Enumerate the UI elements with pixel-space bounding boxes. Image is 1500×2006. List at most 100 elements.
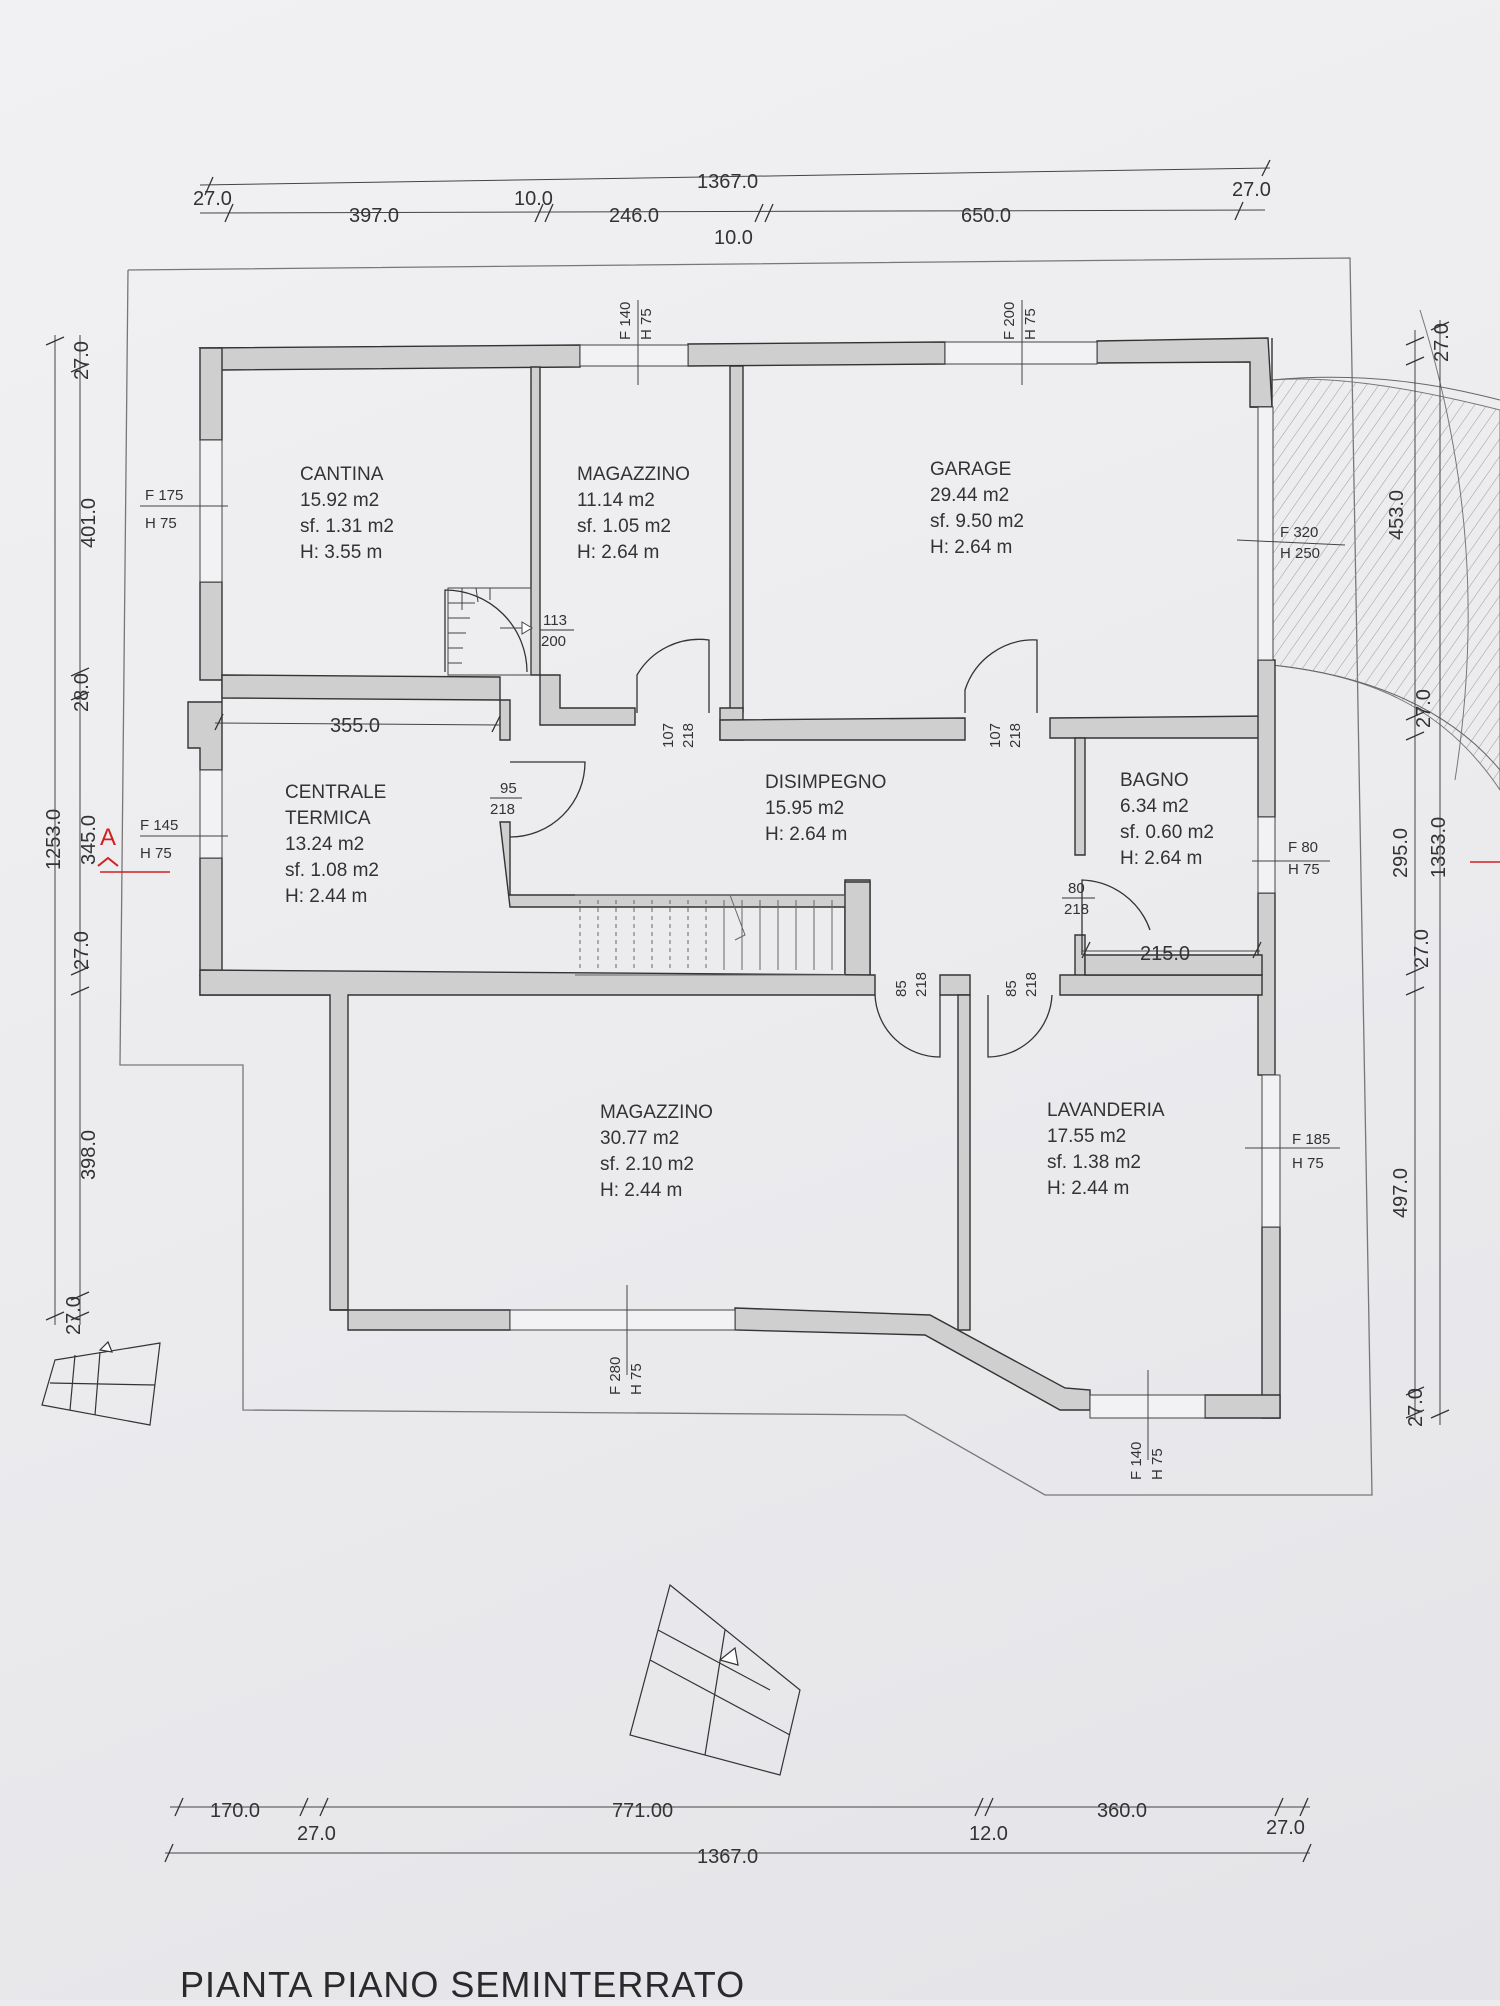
dim-right-g: 27.0 <box>1405 1388 1427 1427</box>
dimension-ticks <box>45 159 1450 1863</box>
dim-right-c: 27.0 <box>1413 689 1435 728</box>
window-magazzino-top-f: F 140 <box>617 302 634 340</box>
window-magazzino-top-h: H 75 <box>638 308 655 340</box>
window-bagno-h: H 75 <box>1288 861 1320 878</box>
window-magazzino-bottom-h: H 75 <box>628 1363 645 1395</box>
dim-left-g: 27.0 <box>63 1296 85 1335</box>
large-grid-symbol <box>629 1583 801 1776</box>
room-height: H: 2.44 m <box>600 1180 682 1201</box>
dim-right-e: 27.0 <box>1411 929 1433 968</box>
walls <box>187 337 1281 1419</box>
dim-left-d: 345.0 <box>78 815 100 865</box>
door-magazzino-top-h: 218 <box>680 723 697 748</box>
dim-bottom-c: 771.00 <box>612 1800 673 1822</box>
window-leaders <box>140 300 1346 1460</box>
dim-left-b: 401.0 <box>78 498 100 548</box>
room-name: BAGNO <box>1120 770 1189 791</box>
room-height: H: 2.44 m <box>1047 1178 1129 1199</box>
dim-left-a: 27.0 <box>71 341 93 380</box>
section-marker <box>97 856 1500 873</box>
door-stair-w: 113 <box>543 612 567 629</box>
dimension-lines <box>54 167 1441 1854</box>
window-lavanderia-bottom-h: H 75 <box>1149 1448 1166 1480</box>
room-sf: sf. 9.50 m2 <box>930 511 1024 532</box>
dim-right-total: 1353.0 <box>1428 817 1450 878</box>
dim-top-c: 10.0 <box>514 188 553 210</box>
dims-left: 1253.0 27.0 401.0 28.0 345.0 27.0 398.0 … <box>43 341 100 1335</box>
window-garage-top-h: H 75 <box>1022 308 1039 340</box>
room-height: H: 2.64 m <box>765 824 847 845</box>
section-marker-label: A <box>100 824 116 851</box>
room-bagno: BAGNO 6.34 m2 sf. 0.60 m2 H: 2.64 m <box>1120 770 1214 869</box>
door-labels: 113 200 95 218 80 218 107 218 107 218 85… <box>490 612 1095 997</box>
dim-bottom-a: 170.0 <box>210 1800 260 1822</box>
room-name-2: TERMICA <box>285 808 371 829</box>
room-sf: sf. 2.10 m2 <box>600 1154 694 1175</box>
dim-top-b: 397.0 <box>349 205 399 227</box>
cantina-stair <box>447 587 533 676</box>
window-garage-top-f: F 200 <box>1001 302 1018 340</box>
dim-left-c: 28.0 <box>71 673 93 712</box>
dim-bottom-e: 360.0 <box>1097 1800 1147 1822</box>
dim-top-a: 27.0 <box>193 188 232 210</box>
room-area: 29.44 m2 <box>930 485 1009 506</box>
room-height: H: 3.55 m <box>300 542 382 563</box>
dim-bottom-b: 27.0 <box>297 1823 336 1845</box>
window-magazzino-bottom-f: F 280 <box>607 1357 624 1395</box>
room-name: DISIMPEGNO <box>765 772 886 793</box>
room-sf: sf. 1.31 m2 <box>300 516 394 537</box>
room-height: H: 2.64 m <box>930 537 1012 558</box>
door-bagno-w: 80 <box>1068 880 1085 897</box>
dim-bottom-total: 1367.0 <box>697 1846 758 1868</box>
window-bagno-f: F 80 <box>1288 839 1318 856</box>
doors <box>444 589 1151 1058</box>
door-bagno-h: 218 <box>1064 901 1089 918</box>
room-garage: GARAGE 29.44 m2 sf. 9.50 m2 H: 2.64 m <box>930 459 1024 558</box>
dim-right-f: 497.0 <box>1390 1168 1412 1218</box>
main-stair <box>575 894 845 976</box>
door-magazzino-bottom-w: 85 <box>893 980 910 997</box>
window-openings <box>199 341 1281 1419</box>
ramp-arc-curve <box>1419 309 1469 781</box>
room-centrale-termica: CENTRALE TERMICA 13.24 m2 sf. 1.08 m2 H:… <box>285 782 386 907</box>
dims-bottom: 170.0 27.0 771.00 12.0 360.0 27.0 1367.0 <box>210 1800 1305 1868</box>
room-height: H: 2.64 m <box>577 542 659 563</box>
dim-top-e: 10.0 <box>714 227 753 249</box>
room-magazzino-top: MAGAZZINO 11.14 m2 sf. 1.05 m2 H: 2.64 m <box>577 464 690 563</box>
dim-left-f: 398.0 <box>78 1130 100 1180</box>
window-lavanderia-right-f: F 185 <box>1292 1131 1330 1148</box>
room-name: GARAGE <box>930 459 1011 480</box>
door-garage-w: 107 <box>987 723 1004 748</box>
window-cantina-h: H 75 <box>145 515 177 532</box>
dims-right: 27.0 453.0 27.0 295.0 1353.0 27.0 497.0 … <box>1386 323 1453 1427</box>
dim-right-d: 295.0 <box>1390 828 1412 878</box>
window-garage-right-f: F 320 <box>1280 524 1318 541</box>
door-lavanderia-w: 85 <box>1003 980 1020 997</box>
window-centrale-f: F 145 <box>140 817 178 834</box>
room-height: H: 2.64 m <box>1120 848 1202 869</box>
room-disimpegno: DISIMPEGNO 15.95 m2 H: 2.64 m <box>765 772 886 845</box>
dim-left-total: 1253.0 <box>43 809 65 870</box>
drawing-title: PIANTA PIANO SEMINTERRATO <box>180 1964 746 2005</box>
dim-top-g: 27.0 <box>1232 179 1271 201</box>
door-centrale-w: 95 <box>500 780 517 797</box>
ramp-arc-inner <box>1271 664 1500 771</box>
dims-top: 1367.0 27.0 397.0 10.0 246.0 10.0 650.0 … <box>193 171 1271 249</box>
room-area: 30.77 m2 <box>600 1128 679 1149</box>
ramp-hatch <box>1271 378 1500 791</box>
ramp-arc-outer <box>1271 376 1500 401</box>
room-name: MAGAZZINO <box>577 464 690 485</box>
room-name: LAVANDERIA <box>1047 1100 1165 1121</box>
window-lavanderia-right-h: H 75 <box>1292 1155 1324 1172</box>
door-stair-h: 200 <box>541 633 566 650</box>
dim-bagno-width: 215.0 <box>1140 943 1190 965</box>
window-garage-right-h: H 250 <box>1280 545 1320 562</box>
room-name: CANTINA <box>300 464 384 485</box>
room-area: 6.34 m2 <box>1120 796 1189 817</box>
door-centrale-h: 218 <box>490 801 515 818</box>
room-sf: sf. 1.08 m2 <box>285 860 379 881</box>
room-area: 11.14 m2 <box>577 490 655 511</box>
window-lavanderia-bottom-f: F 140 <box>1128 1442 1145 1480</box>
